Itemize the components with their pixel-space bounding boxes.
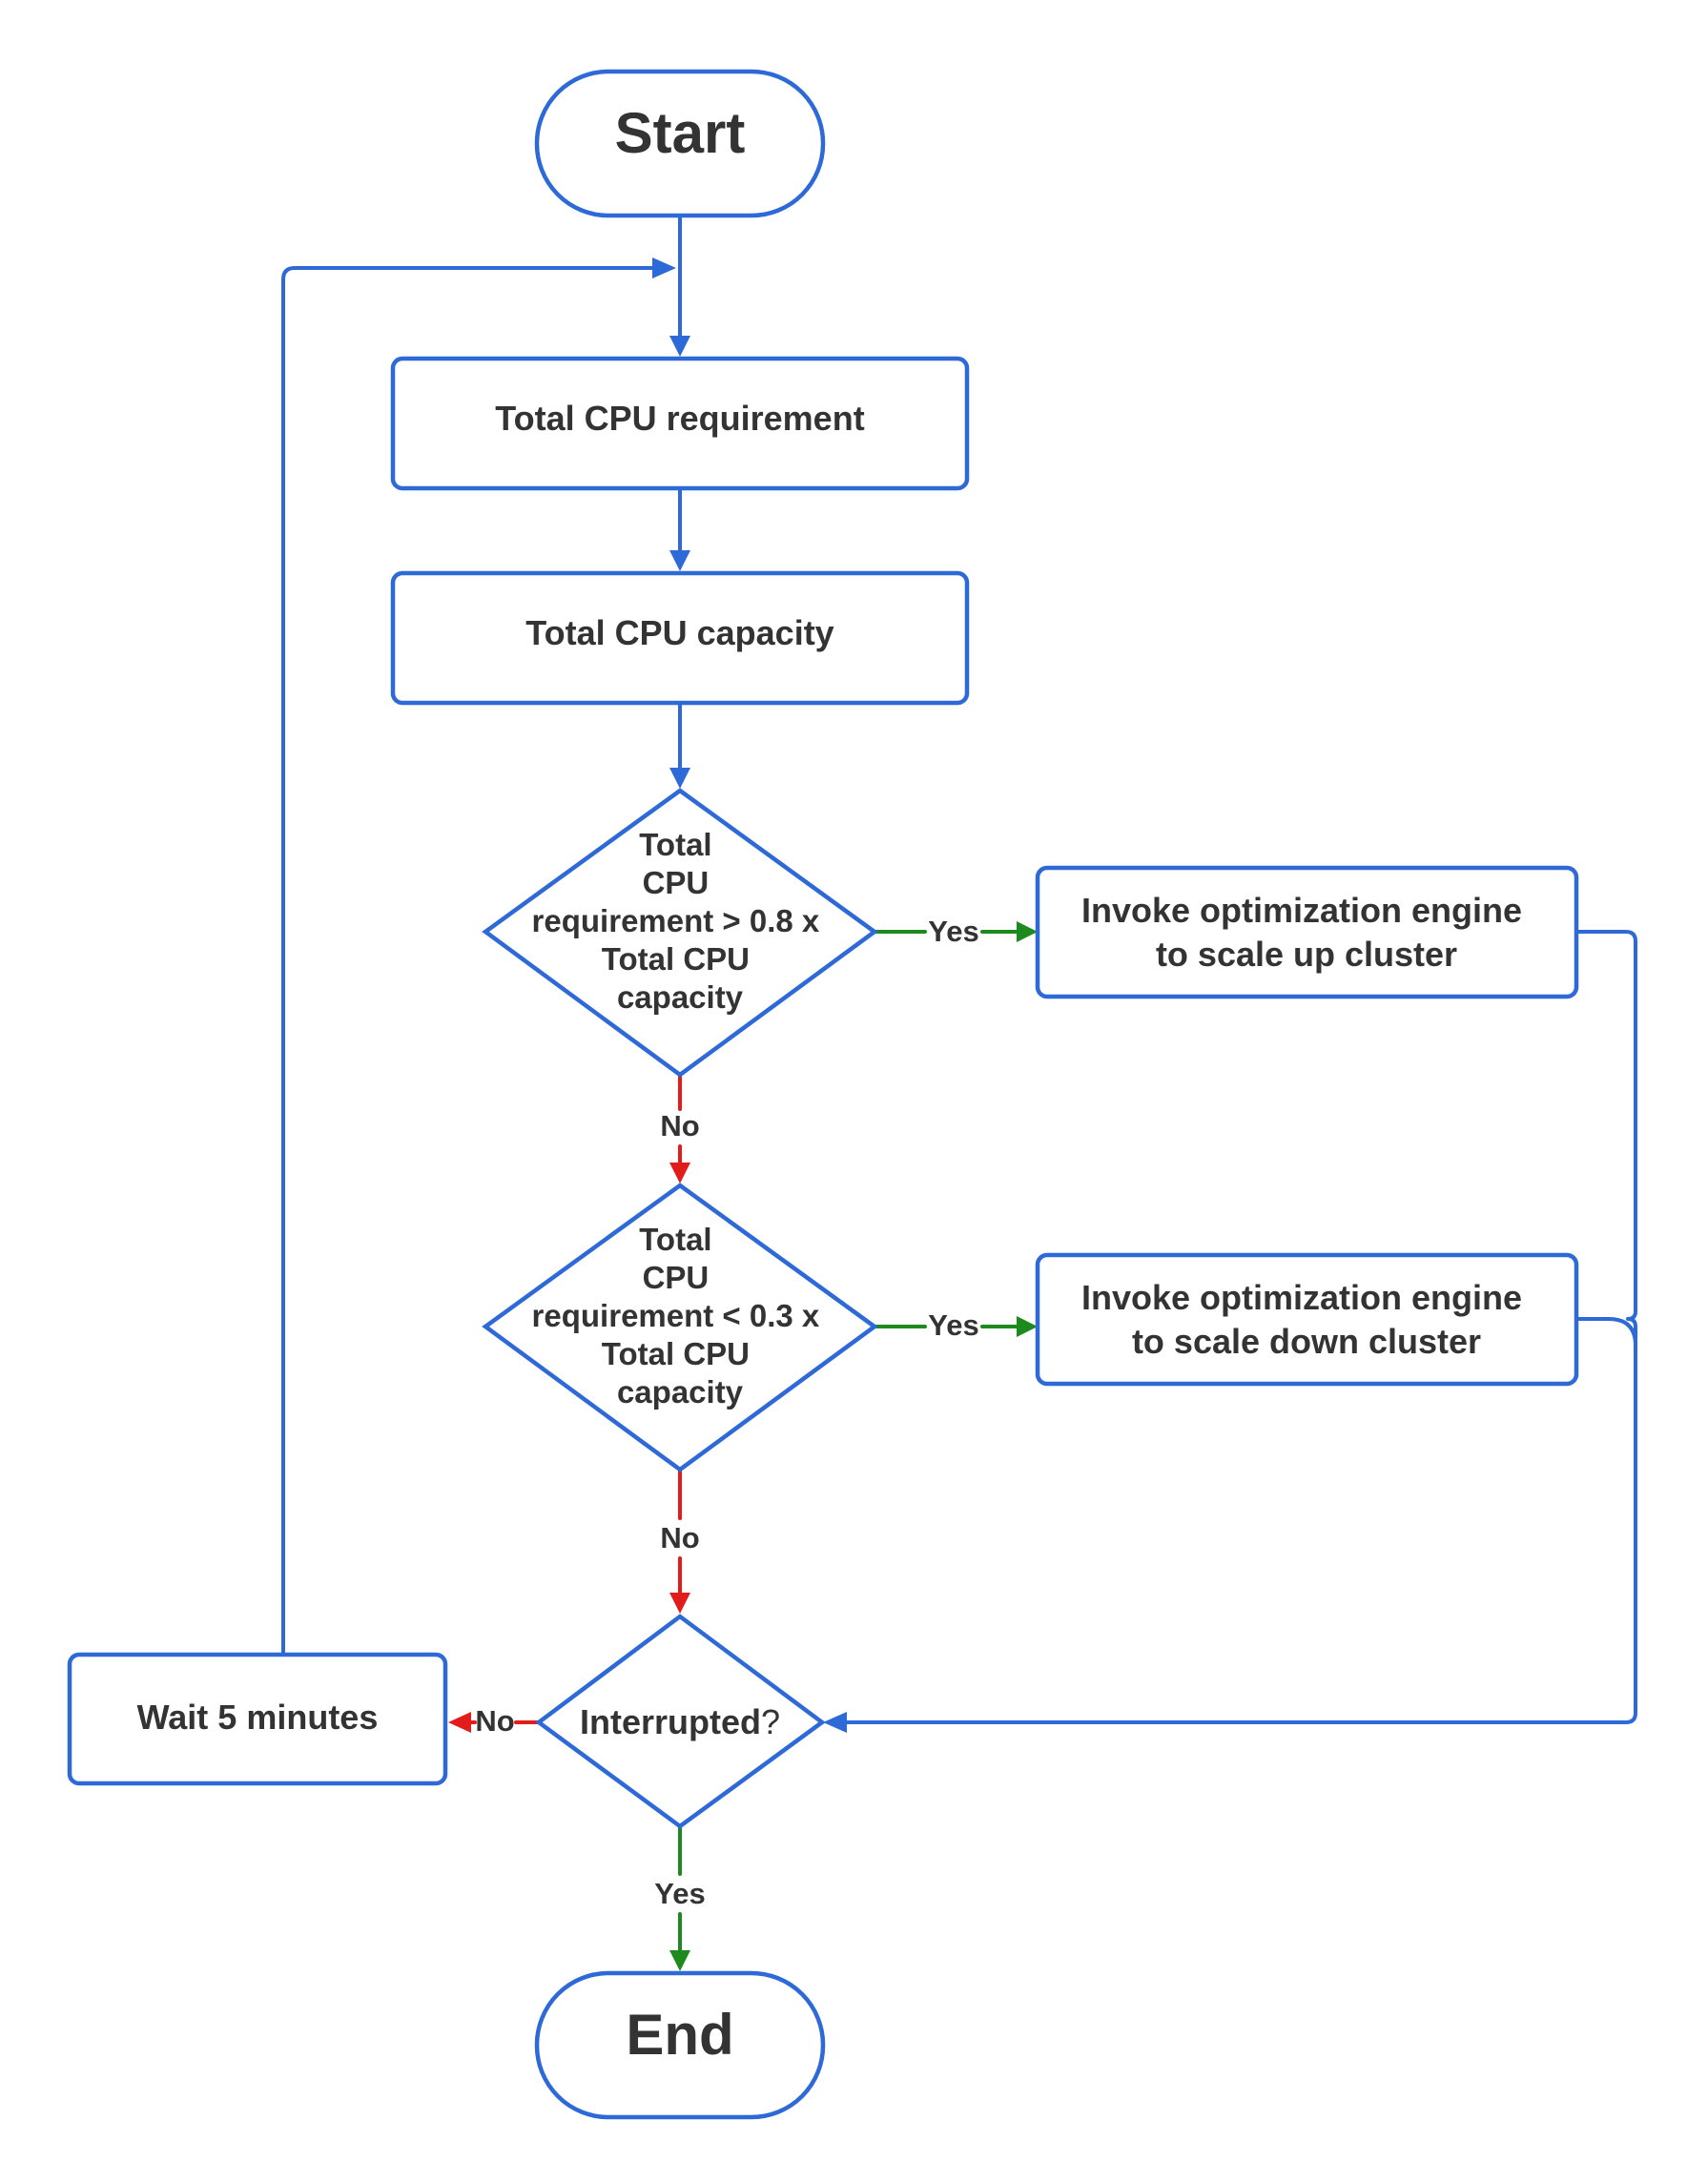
decision-high-line-3: requirement > 0.8 x xyxy=(532,903,820,938)
arrowhead-loop-back xyxy=(652,257,676,278)
decision-low-diamond: Total CPU requirement < 0.3 x Total CPU … xyxy=(482,1183,878,1472)
interrupted-shape xyxy=(535,1614,826,1829)
scale-down-shape xyxy=(1035,1252,1579,1387)
arrowhead-interrupted-right xyxy=(823,1712,847,1733)
decision-high-line-5: capacity xyxy=(617,979,744,1015)
arrowhead-wait xyxy=(448,1712,471,1733)
edge-label-high-yes: Yes xyxy=(928,915,978,948)
scale-up-label: Invoke optimization engine to scale up c… xyxy=(1081,891,1532,974)
interrupted-label-text: Interrupted xyxy=(580,1702,761,1741)
start-terminal: Start xyxy=(534,69,826,218)
arrowhead-decision-low xyxy=(669,1163,690,1184)
decision-high-line-2: CPU xyxy=(643,865,710,900)
arrowhead-scale-down xyxy=(1017,1316,1038,1337)
decision-low-line-1: Total xyxy=(639,1222,711,1257)
scale-up-box: Invoke optimization engine to scale up c… xyxy=(1035,865,1579,999)
start-shape xyxy=(534,69,826,218)
edge-label-high-no: No xyxy=(660,1109,699,1142)
decision-high-line-4: Total CPU xyxy=(602,941,750,977)
edge-label-interrupted-yes: Yes xyxy=(654,1877,705,1910)
cpu-capacity-label: Total CPU capacity xyxy=(525,613,833,652)
start-label: Start xyxy=(615,101,746,165)
arrowhead-decision-high xyxy=(669,768,690,789)
decision-high-line-1: Total xyxy=(639,827,711,862)
interrupted-question-mark: ? xyxy=(761,1702,780,1741)
cpu-capacity-shape xyxy=(390,570,970,706)
connector-scale-up-return xyxy=(841,930,1637,1724)
decision-low-line-3: requirement < 0.3 x xyxy=(532,1298,820,1333)
cpu-requirement-label: Total CPU requirement xyxy=(495,399,864,438)
end-shape xyxy=(534,1970,826,2120)
decision-low-line-5: capacity xyxy=(617,1374,744,1410)
scale-down-line-1: Invoke optimization engine xyxy=(1081,1278,1522,1317)
arrowhead-requirement xyxy=(669,336,690,357)
arrowhead-interrupted xyxy=(669,1593,690,1614)
decision-low-line-4: Total CPU xyxy=(602,1336,750,1371)
cpu-requirement-box: Total CPU requirement xyxy=(390,356,970,491)
decision-high-label: Total CPU requirement > 0.8 x Total CPU … xyxy=(532,827,829,1015)
scale-up-line-1: Invoke optimization engine xyxy=(1081,891,1522,930)
arrowhead-scale-up xyxy=(1017,921,1038,942)
end-label: End xyxy=(626,2003,733,2067)
wait-box: Wait 5 minutes xyxy=(67,1652,448,1786)
connector-wait-loop-back xyxy=(281,266,660,1657)
decision-low-shape xyxy=(482,1183,878,1472)
cpu-requirement-shape xyxy=(390,356,970,491)
edge-label-low-yes: Yes xyxy=(928,1308,978,1342)
wait-shape xyxy=(67,1652,448,1786)
decision-high-shape xyxy=(482,788,878,1078)
wait-label: Wait 5 minutes xyxy=(137,1698,379,1737)
scale-up-shape xyxy=(1035,865,1579,999)
scale-up-line-2: to scale up cluster xyxy=(1156,935,1457,974)
edge-label-low-no: No xyxy=(660,1521,699,1554)
decision-low-line-2: CPU xyxy=(643,1260,710,1295)
scale-down-line-2: to scale down cluster xyxy=(1132,1322,1481,1361)
interrupted-diamond: Interrupted? xyxy=(535,1614,826,1829)
scale-down-label: Invoke optimization engine to scale down… xyxy=(1081,1278,1532,1361)
edge-label-interrupted-no: No xyxy=(475,1704,514,1738)
end-terminal: End xyxy=(534,1970,826,2120)
decision-high-diamond: Total CPU requirement > 0.8 x Total CPU … xyxy=(482,788,878,1078)
interrupted-label: Interrupted? xyxy=(580,1702,780,1741)
arrowhead-end xyxy=(669,1950,690,1971)
arrowhead-capacity xyxy=(669,550,690,571)
decision-low-label: Total CPU requirement < 0.3 x Total CPU … xyxy=(532,1222,829,1410)
scale-down-box: Invoke optimization engine to scale down… xyxy=(1035,1252,1579,1387)
cpu-capacity-box: Total CPU capacity xyxy=(390,570,970,706)
connector-scale-down-return xyxy=(1574,1317,1637,1348)
